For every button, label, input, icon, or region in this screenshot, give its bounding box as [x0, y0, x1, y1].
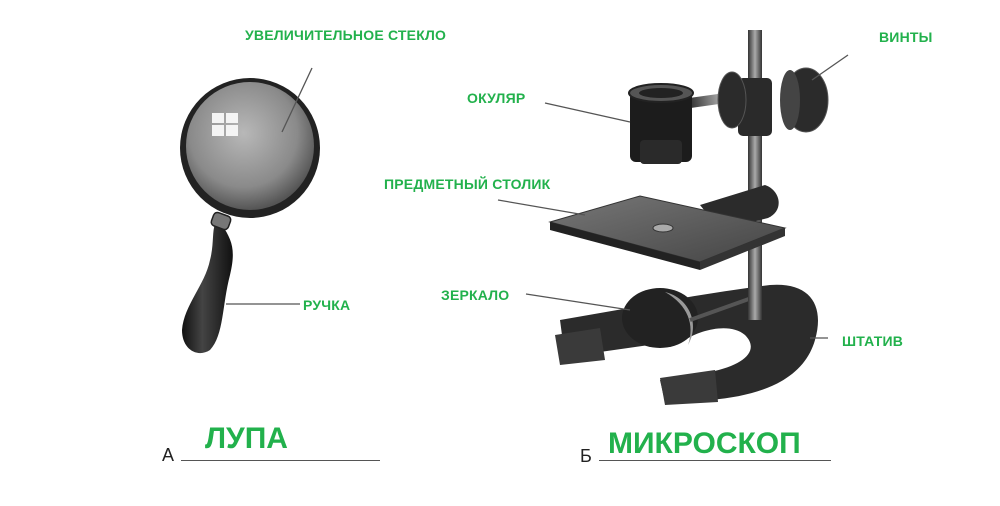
answer-magnifier: ЛУПА [205, 422, 288, 455]
label-eyepiece: ОКУЛЯР [467, 90, 526, 106]
label-screws: ВИНТЫ [879, 29, 933, 45]
label-magnifying-glass: УВЕЛИЧИТЕЛЬНОЕ СТЕКЛО [245, 27, 447, 43]
label-stand: ШТАТИВ [842, 333, 904, 349]
answer-line-a [181, 460, 380, 461]
label-handle: РУЧКА [303, 297, 351, 313]
label-stage: ПРЕДМЕТНЫЙ СТОЛИК [384, 176, 551, 192]
answer-letter-a: А [162, 445, 175, 465]
microscope-illustration [548, 30, 829, 405]
leader-lines [226, 54, 849, 339]
answer-line-b [599, 460, 831, 461]
answer-microscope: МИКРОСКОП [608, 427, 801, 460]
label-mirror: ЗЕРКАЛО [441, 287, 510, 303]
magnifier-illustration [180, 78, 320, 354]
answer-letter-b: Б [580, 446, 592, 466]
